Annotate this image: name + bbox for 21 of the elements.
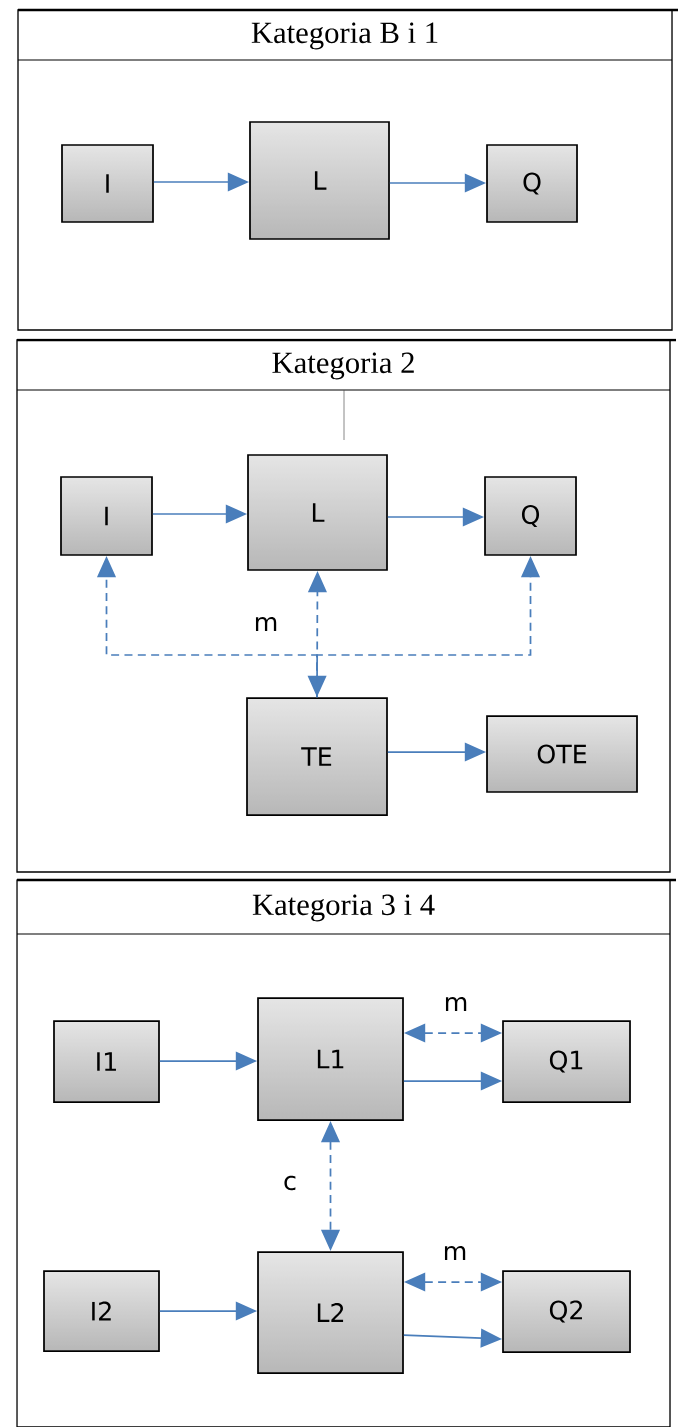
process-box: Q xyxy=(484,476,577,556)
process-box: Q xyxy=(486,144,578,223)
process-box: TE xyxy=(246,697,388,816)
process-box: I xyxy=(60,476,153,556)
process-box: L1 xyxy=(257,997,404,1121)
process-box: L2 xyxy=(257,1251,404,1374)
process-box: I xyxy=(61,144,154,223)
edge-label: c xyxy=(281,1174,299,1192)
process-box: Q2 xyxy=(502,1270,631,1353)
process-box: I1 xyxy=(53,1020,160,1103)
edge-label: m xyxy=(441,1244,469,1262)
process-box: OTE xyxy=(486,715,638,793)
process-box: L xyxy=(247,454,388,571)
edge-label: m xyxy=(442,995,470,1013)
process-box: L xyxy=(249,121,390,240)
panel-heading: Kategoria 3 i 4 xyxy=(252,894,435,922)
edge-label: m xyxy=(252,615,280,633)
process-box: I2 xyxy=(43,1270,160,1352)
process-box: Q1 xyxy=(502,1020,631,1103)
panel-heading: Kategoria B i 1 xyxy=(251,22,438,50)
panel-heading: Kategoria 2 xyxy=(272,352,414,380)
